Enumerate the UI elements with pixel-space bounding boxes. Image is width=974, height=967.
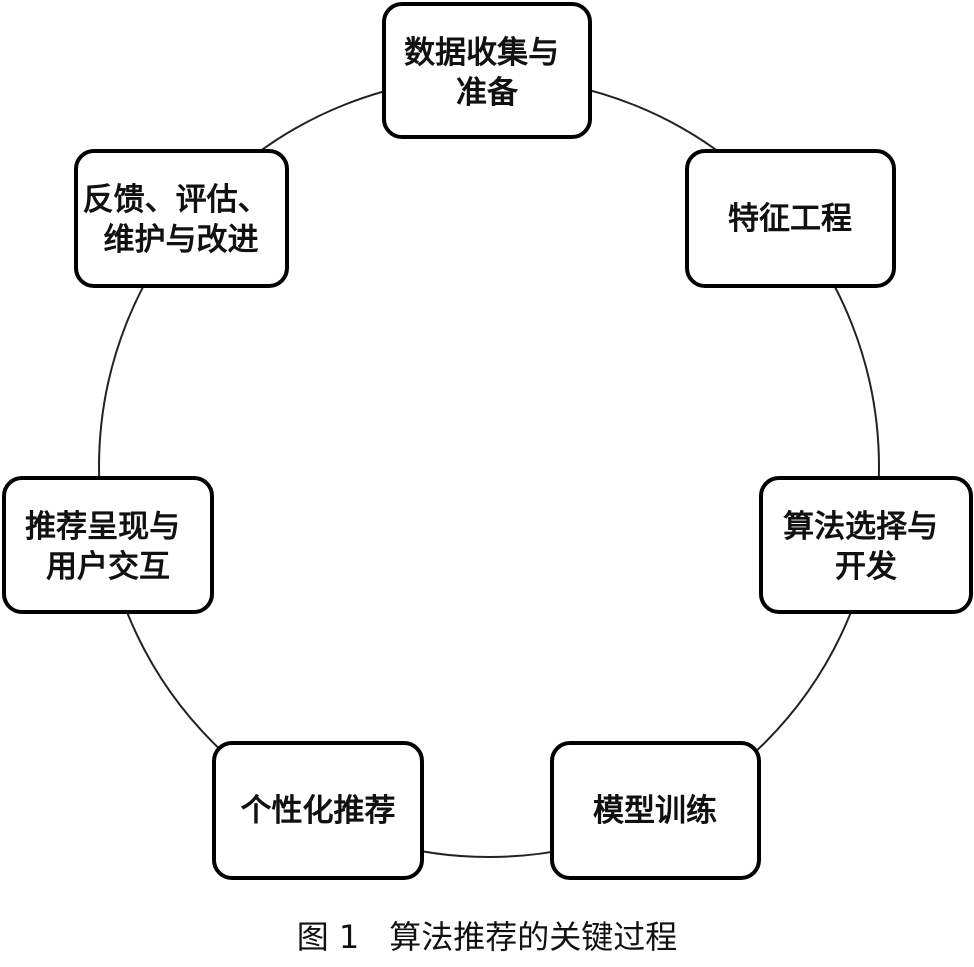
node-label: 算法选择与 开发: [783, 509, 949, 585]
figure-caption: 图 1 算法推荐的关键过程: [0, 917, 974, 957]
node-data-collection: 数据收集与 准备: [382, 2, 592, 139]
node-label: 特征工程: [728, 201, 852, 237]
node-personalized-recommendation: 个性化推荐: [212, 741, 424, 880]
node-box: [759, 476, 973, 614]
node-model-training: 模型训练: [550, 741, 761, 880]
figure-number: 图 1: [296, 918, 360, 956]
node-box: [2, 476, 214, 614]
node-algorithm-selection: 算法选择与 开发: [759, 476, 973, 614]
node-label: 模型训练: [593, 793, 717, 829]
node-label: 反馈、评估、 维护与改进: [83, 182, 280, 258]
node-label: 推荐呈现与 用户交互: [25, 509, 191, 585]
figure-title: 算法推荐的关键过程: [389, 918, 678, 956]
node-box: [550, 741, 761, 880]
node-box: [685, 149, 896, 288]
node-presentation-interaction: 推荐呈现与 用户交互: [2, 476, 214, 614]
node-box: [74, 149, 289, 288]
node-label: 数据收集与 准备: [404, 35, 570, 111]
node-label: 个性化推荐: [241, 793, 396, 829]
node-box: [212, 741, 424, 880]
node-feature-engineering: 特征工程: [685, 149, 896, 288]
node-feedback-evaluation: 反馈、评估、 维护与改进: [74, 149, 289, 288]
node-box: [382, 2, 592, 139]
